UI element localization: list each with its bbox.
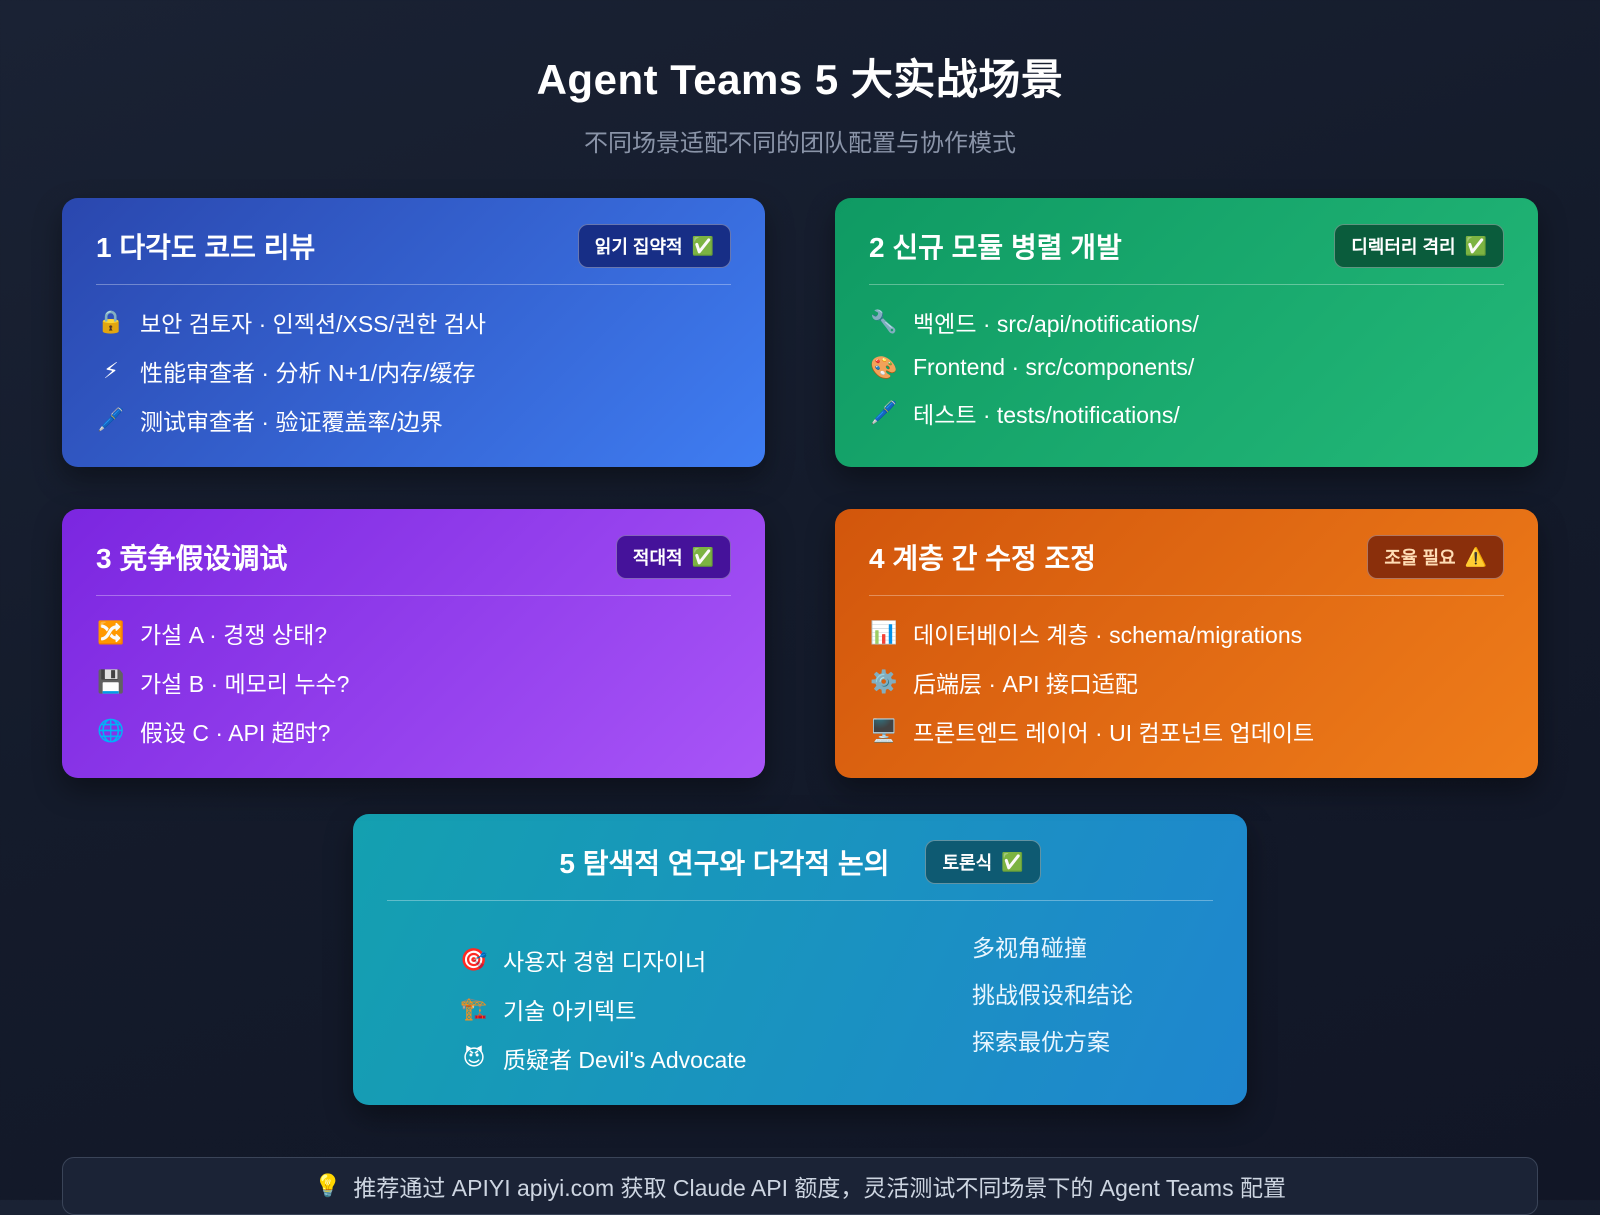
- badge-label: 토론식: [942, 853, 993, 873]
- desktop-icon: 🖥️: [870, 718, 898, 743]
- card-exploratory-research: 5 탐색적 연구와 다각적 논의 토론식 ✅ 🎯 사용자 경험 디자이너 🏗️ …: [353, 814, 1247, 1105]
- card-body: 🎯 사용자 경험 디자이너 🏗️ 기술 아키텍트 😈 质疑者 Devil's A…: [387, 923, 1213, 1075]
- card-layer-coordination: 4 계층 간 수정 조정 조율 필요 ⚠️ 📊 데이터베이스 계층 · sche…: [835, 509, 1538, 778]
- card-item-list: 🎯 사용자 경험 디자이너 🏗️ 기술 아키텍트 😈 质疑者 Devil's A…: [459, 943, 746, 1075]
- list-item-text: 테스트 · tests/notifications/: [913, 402, 1180, 428]
- footer-text: 推荐通过 APIYI apiyi.com 获取 Claude API 额度，灵活…: [353, 1175, 1286, 1201]
- list-item-text: 가설 A · 경쟁 상태?: [140, 622, 328, 648]
- floppy-disk-icon: 💾: [97, 669, 125, 694]
- card-item-list: 📊 데이터베이스 계층 · schema/migrations ⚙️ 后端层 ·…: [869, 616, 1504, 748]
- card-item-list: 🔧 백엔드 · src/api/notifications/ 🎨 Fronten…: [869, 305, 1504, 430]
- list-item: 🎨 Frontend · src/components/: [869, 354, 1504, 381]
- lock-icon: 🔒: [97, 309, 125, 334]
- list-item: ⚡ 性能审查者 · 分析 N+1/内存/缓存: [96, 354, 731, 388]
- list-item: 🖥️ 프론트엔드 레이어 · UI 컴포넌트 업데이트: [869, 714, 1504, 748]
- palette-icon: 🎨: [870, 354, 898, 380]
- note-line: 探索最优方案: [972, 1029, 1110, 1055]
- notes-list: 多视角碰撞 挑战假设和结论 探索最优方案: [972, 929, 1133, 1057]
- check-icon: ✅: [1464, 235, 1487, 256]
- card-header: 1 다각도 코드 리뷰 읽기 집약적 ✅: [96, 224, 731, 285]
- list-item-text: 기술 아키텍트: [503, 998, 637, 1024]
- bar-chart-icon: 📊: [870, 620, 898, 645]
- card-code-review: 1 다각도 코드 리뷰 읽기 집약적 ✅ 🔒 보안 검토자 · 인젝션/XSS/…: [62, 198, 765, 467]
- card-title: 2 신규 모듈 병렬 개발: [869, 232, 1122, 263]
- card-title: 1 다각도 코드 리뷰: [96, 232, 316, 263]
- shuffle-icon: 🔀: [97, 620, 125, 645]
- badge-label: 조율 필요: [1384, 548, 1456, 568]
- list-item: 🖊️ 테스트 · tests/notifications/: [869, 396, 1504, 430]
- list-item-text: 데이터베이스 계층 · schema/migrations: [913, 622, 1303, 648]
- footer-banner: 💡 推荐通过 APIYI apiyi.com 获取 Claude API 额度，…: [62, 1157, 1538, 1215]
- list-item: 🔀 가설 A · 경쟁 상태?: [96, 616, 731, 650]
- card-header: 4 계층 간 수정 조정 조율 필요 ⚠️: [869, 535, 1504, 596]
- list-item: 🖊️ 测试审查者 · 验证覆盖率/边界: [96, 403, 731, 437]
- gear-icon: ⚙️: [870, 669, 898, 694]
- page-title: Agent Teams 5 大实战场景: [536, 56, 1064, 103]
- warning-icon: ⚠️: [1464, 546, 1487, 567]
- note-line: 多视角碰撞: [972, 935, 1087, 961]
- list-item: 🔒 보안 검토자 · 인젝션/XSS/권한 검사: [96, 305, 731, 339]
- list-item-text: 보안 검토자 · 인젝션/XSS/권한 검사: [140, 311, 486, 337]
- card-title: 3 竞争假设调试: [96, 543, 288, 574]
- list-item: 🌐 假设 C · API 超时?: [96, 714, 731, 748]
- card-parallel-dev: 2 신규 모듈 병렬 개발 디렉터리 격리 ✅ 🔧 백엔드 · src/api/…: [835, 198, 1538, 467]
- list-item: 😈 质疑者 Devil's Advocate: [459, 1041, 747, 1075]
- target-icon: 🎯: [460, 947, 488, 972]
- list-item-text: 质疑者 Devil's Advocate: [503, 1047, 747, 1073]
- check-icon: ✅: [691, 235, 714, 256]
- cards-grid: 1 다각도 코드 리뷰 읽기 집약적 ✅ 🔒 보안 검토자 · 인젝션/XSS/…: [62, 198, 1538, 778]
- list-item-text: 백엔드 · src/api/notifications/: [913, 311, 1199, 337]
- badge-label: 디렉터리 격리: [1351, 237, 1456, 257]
- check-icon: ✅: [691, 546, 714, 567]
- card-hypothesis-debug: 3 竞争假设调试 적대적 ✅ 🔀 가설 A · 경쟁 상태? 💾 가설 B · …: [62, 509, 765, 778]
- list-item: 🎯 사용자 경험 디자이너: [459, 943, 746, 977]
- construction-icon: 🏗️: [460, 996, 488, 1021]
- list-item: ⚙️ 后端层 · API 接口适配: [869, 665, 1504, 699]
- card-title: 4 계층 간 수정 조정: [869, 543, 1097, 574]
- status-badge: 디렉터리 격리 ✅: [1334, 224, 1504, 268]
- list-item-text: 프론트엔드 레이어 · UI 컴포넌트 업데이트: [913, 720, 1315, 746]
- list-item-text: 测试审查者 · 验证覆盖率/边界: [140, 409, 443, 435]
- card-item-list: 🔒 보안 검토자 · 인젝션/XSS/권한 검사 ⚡ 性能审查者 · 分析 N+…: [96, 305, 731, 437]
- badge-label: 읽기 집약적: [594, 237, 683, 257]
- page-subtitle: 不同场景适配不同的团队配置与协作模式: [584, 130, 1016, 157]
- list-item-text: 性能审查者 · 分析 N+1/内存/缓存: [140, 360, 476, 386]
- list-item: 💾 가설 B · 메모리 누수?: [96, 665, 731, 699]
- list-item-text: 假设 C · API 超时?: [140, 720, 331, 746]
- note-line: 挑战假设和结论: [972, 982, 1133, 1008]
- status-badge: 적대적 ✅: [615, 535, 731, 579]
- list-item-text: 后端层 · API 接口适配: [913, 671, 1138, 697]
- lightning-icon: ⚡: [103, 358, 119, 383]
- list-item: 🏗️ 기술 아키텍트: [459, 992, 746, 1026]
- list-item: 📊 데이터베이스 계층 · schema/migrations: [869, 616, 1504, 650]
- devil-icon: 😈: [462, 1045, 486, 1070]
- check-icon: ✅: [1001, 851, 1024, 872]
- card-item-list: 🔀 가설 A · 경쟁 상태? 💾 가설 B · 메모리 누수? 🌐 假设 C …: [96, 616, 731, 748]
- list-item-text: 가설 B · 메모리 누수?: [140, 671, 350, 697]
- list-item: 🔧 백엔드 · src/api/notifications/: [869, 305, 1504, 339]
- pen-icon: 🖊️: [870, 400, 898, 425]
- card-header: 2 신규 모듈 병렬 개발 디렉터리 격리 ✅: [869, 224, 1504, 285]
- list-item-text: Frontend · src/components/: [913, 354, 1195, 380]
- wrench-icon: 🔧: [870, 309, 898, 334]
- card-title: 5 탐색적 연구와 다각적 논의: [559, 848, 890, 879]
- list-item-text: 사용자 경험 디자이너: [503, 949, 707, 975]
- status-badge: 읽기 집약적 ✅: [577, 224, 731, 268]
- status-badge: 토론식 ✅: [925, 840, 1041, 884]
- pen-icon: 🖊️: [97, 407, 125, 432]
- badge-label: 적대적: [632, 548, 683, 568]
- card-header: 3 竞争假设调试 적대적 ✅: [96, 535, 731, 596]
- bulb-icon: 💡: [314, 1173, 342, 1198]
- card-header: 5 탐색적 연구와 다각적 논의 토론식 ✅: [387, 840, 1213, 901]
- status-badge: 조율 필요 ⚠️: [1367, 535, 1504, 579]
- globe-icon: 🌐: [97, 718, 125, 743]
